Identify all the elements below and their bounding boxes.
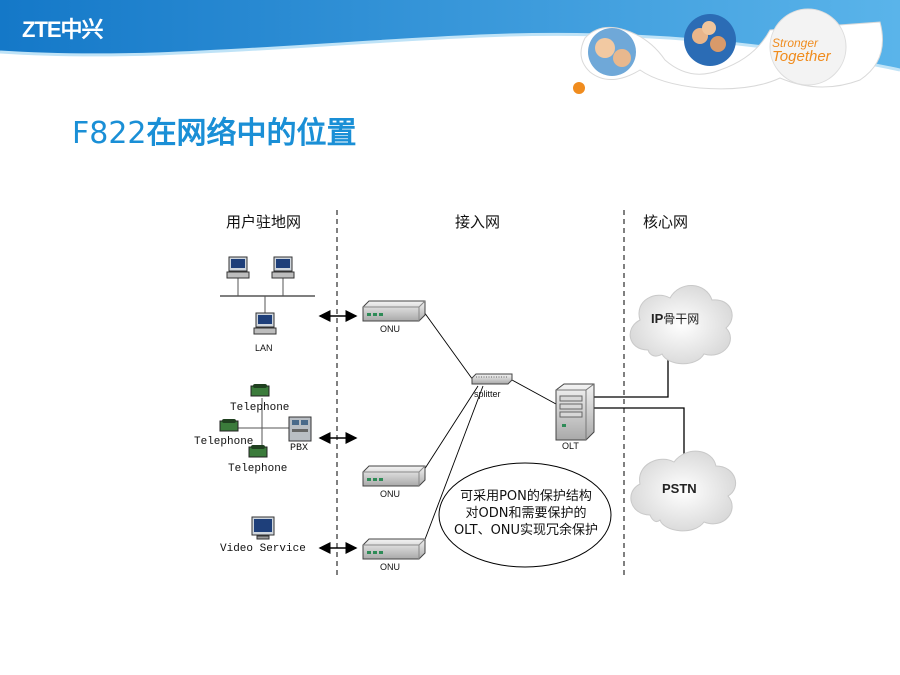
label-telephone-3: Telephone xyxy=(228,463,288,475)
slogan-line1: Stronger xyxy=(772,36,819,50)
label-telephone-2: Telephone xyxy=(194,436,254,448)
pc-icon xyxy=(271,256,295,279)
photo-group xyxy=(684,14,736,66)
zte-logo: ZTE中兴 xyxy=(22,17,104,42)
section-core-network: 核心网 xyxy=(643,213,689,231)
onu-device xyxy=(362,538,426,560)
note-line-3: OLT、ONU实现冗余保护 xyxy=(453,523,599,538)
telephone-network xyxy=(219,384,312,458)
label-onu-1: ONU xyxy=(380,324,400,334)
label-ip-backbone: IP骨干网 xyxy=(651,312,699,325)
onu-device xyxy=(362,300,426,322)
splitter-device xyxy=(471,373,513,385)
title-model: F822 xyxy=(72,116,147,151)
pstn-cloud xyxy=(630,450,737,532)
slogan: Stronger Together xyxy=(772,36,831,64)
note-ellipse xyxy=(438,462,612,568)
photo-bubbles xyxy=(573,8,883,94)
onu-device xyxy=(362,465,426,487)
note-line-2: 对ODN和需要保护的 xyxy=(465,506,587,521)
header-banner: ZTE中兴 Stronger Together xyxy=(0,0,900,95)
pbx-icon xyxy=(288,416,312,442)
olt-device xyxy=(555,383,595,441)
pc-icon xyxy=(226,256,250,279)
video-monitor-icon xyxy=(251,516,275,540)
ip-backbone-cloud xyxy=(629,285,733,365)
pc-icon xyxy=(253,312,277,335)
label-splitter: splitter xyxy=(474,389,501,399)
fiber-links xyxy=(423,311,557,543)
page-title: F822在网络中的位置 xyxy=(72,108,357,152)
label-onu-3: ONU xyxy=(380,562,400,572)
section-access-network: 接入网 xyxy=(455,213,501,231)
label-telephone-1: Telephone xyxy=(230,402,290,414)
label-video-service: Video Service xyxy=(220,543,306,555)
label-ip-prefix: IP xyxy=(651,311,664,326)
title-rest: 在网络中的位置 xyxy=(146,116,357,151)
label-olt: OLT xyxy=(562,441,579,451)
label-onu-2: ONU xyxy=(380,489,400,499)
slogan-line2: Together xyxy=(772,48,831,65)
label-ip-suffix: 骨干网 xyxy=(663,312,700,326)
core-links xyxy=(594,358,685,462)
telephone-icon xyxy=(219,419,239,432)
label-pbx: PBX xyxy=(290,443,309,454)
label-pstn: PSTN xyxy=(662,481,697,496)
orange-dot xyxy=(573,82,585,94)
lan-network xyxy=(220,256,315,335)
protection-note: 可采用PON的保护结构 对ODN和需要保护的 OLT、ONU实现冗余保护 xyxy=(441,488,611,539)
telephone-icon xyxy=(250,384,270,397)
section-user-premises: 用户驻地网 xyxy=(226,213,302,231)
note-line-1: 可采用PON的保护结构 xyxy=(460,489,592,504)
telephone-icon xyxy=(248,445,268,458)
label-lan: LAN xyxy=(255,343,273,353)
